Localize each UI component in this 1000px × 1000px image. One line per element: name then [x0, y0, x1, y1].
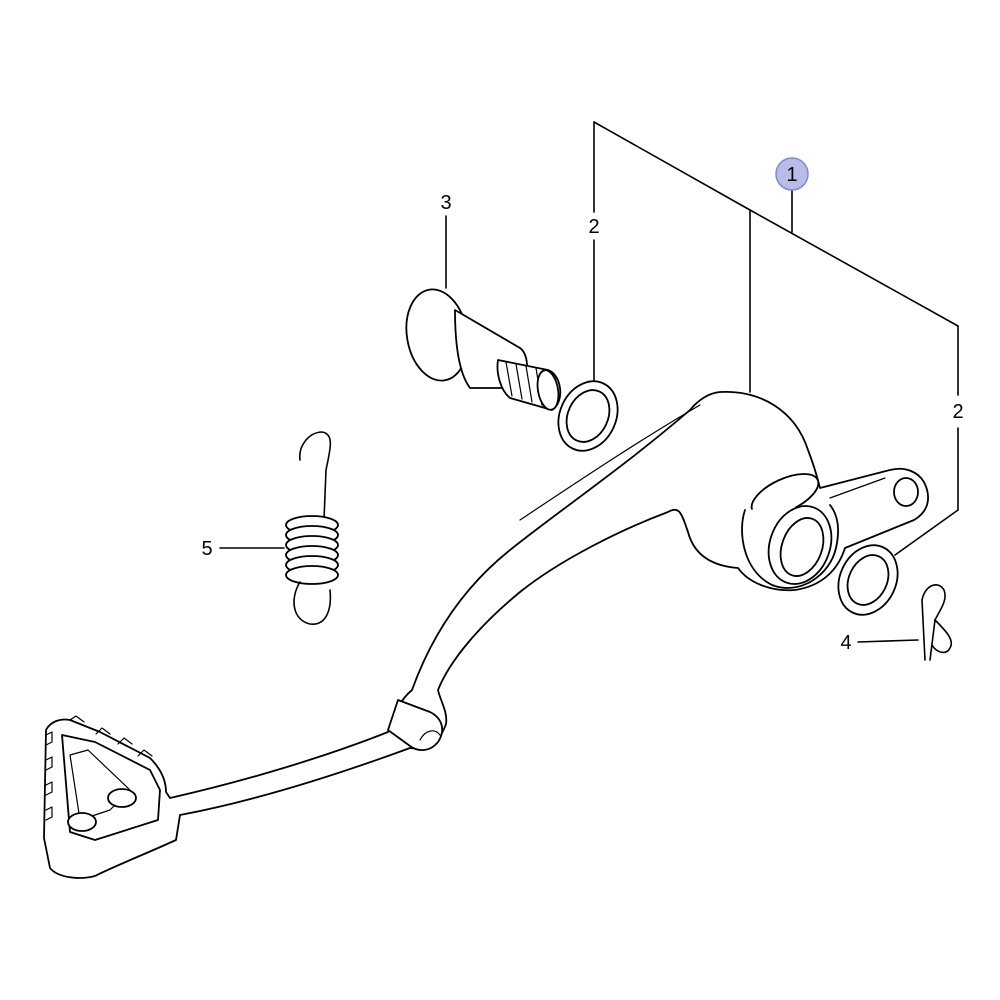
- label-part-2-right: 2: [952, 401, 963, 423]
- r-clip-pin: [921, 584, 953, 661]
- label-part-1: 1: [786, 164, 797, 186]
- leader-lines: [219, 121, 959, 643]
- washer-lower: [837, 544, 899, 616]
- label-part-4: 4: [840, 632, 851, 654]
- label-part-2-left: 2: [588, 216, 599, 238]
- label-part-3: 3: [440, 192, 451, 214]
- brake-pedal-arm: [43, 391, 929, 879]
- part-1-highlight-marker[interactable]: [775, 157, 809, 191]
- washer-upper: [557, 380, 619, 452]
- return-spring: [285, 431, 339, 625]
- pivot-bolt: [405, 288, 562, 411]
- label-part-5: 5: [201, 538, 212, 560]
